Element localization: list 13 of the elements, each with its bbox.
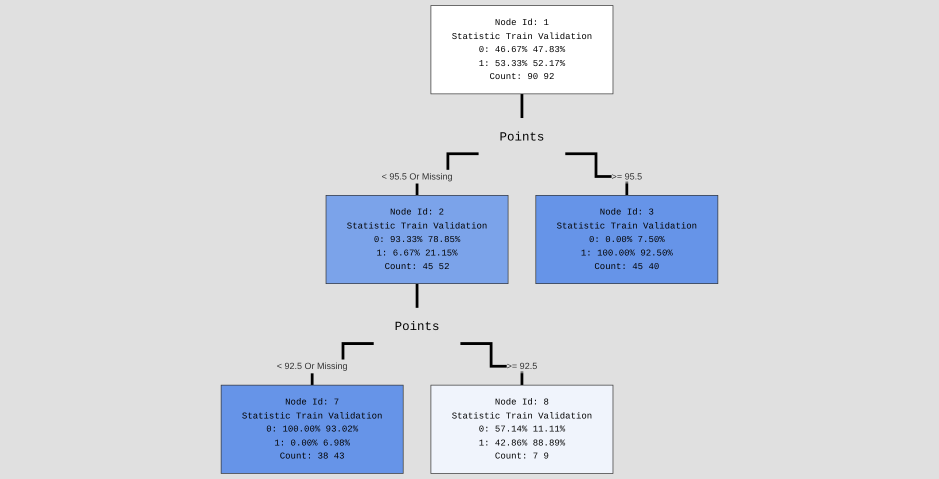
edge-label: < 95.5 Or Missing [382, 171, 452, 182]
node-box: Node Id: 1 Statistic Train Validation 0: 46.67% 47.83% 1: 53.33% 52.17% Count: 90 92 [430, 5, 614, 94]
node-box: Node Id: 7 Statistic Train Validation 0: 100.00% 93.02% 1: 0.00% 6.98% Count: 38 43 [220, 384, 404, 474]
connector [416, 282, 418, 310]
edge-label: >= 95.5 [612, 171, 642, 182]
edge-label: < 92.5 Or Missing [276, 360, 348, 372]
node-box: Node Id: 2 Statistic Train Validation 0: 93.33% 78.85% 1: 6.67% 21.15% Count: 45 52 [326, 195, 508, 284]
edge-label: >= 92.5 [506, 360, 538, 372]
connector [520, 92, 524, 120]
node-box: Node Id: 3 Statistic Train Validation 0: 0.00% 7.50% 1: 100.00% 92.50% Count: 45 40 [535, 195, 718, 284]
node-text: Points [499, 130, 544, 144]
node-box: Node Id: 8 Statistic Train Validation 0: 57.14% 11.11% 1: 42.86% 88.89% Count: 7 9 [430, 384, 614, 474]
node-text: Points [394, 320, 440, 334]
